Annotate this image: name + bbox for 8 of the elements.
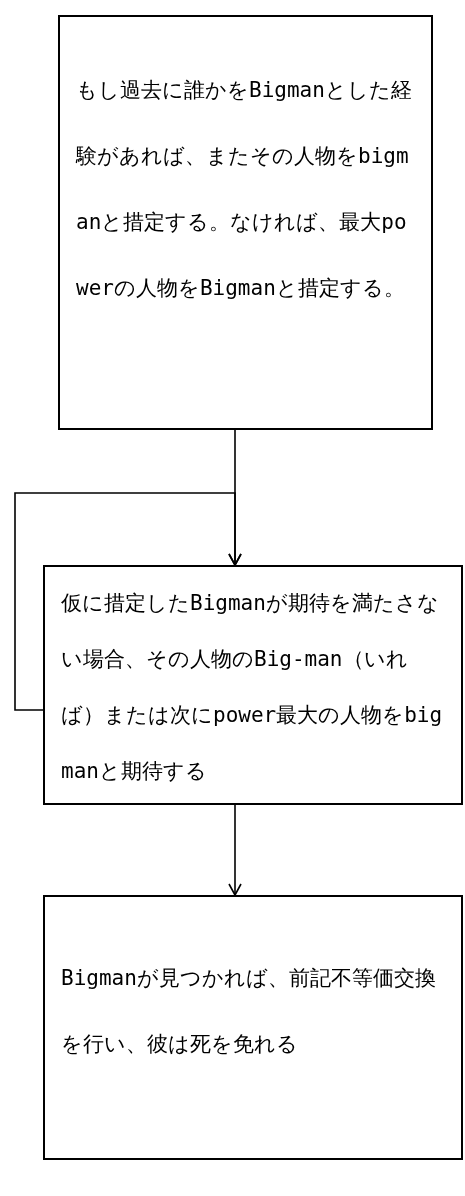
process-box (58, 15, 433, 430)
box-text: 仮に措定したBigmanが期待を満たさない場合、その人物のBig-man（いれば）または次にpower最大の人物をbigmanと期待する (61, 590, 444, 785)
process-box (43, 565, 463, 805)
arrow (14, 492, 242, 711)
box-text: Bigmanが見つかれば、前記不等価交換を行い、彼は死を免れる (61, 965, 437, 1058)
process-box (43, 895, 463, 1160)
arrow (228, 804, 242, 896)
box-text: もし過去に誰かをBigmanとした経験があれば、またその人物をbigmanと措定する。なければ、最大powerの人物をBigmanと措定する。 (76, 77, 413, 302)
